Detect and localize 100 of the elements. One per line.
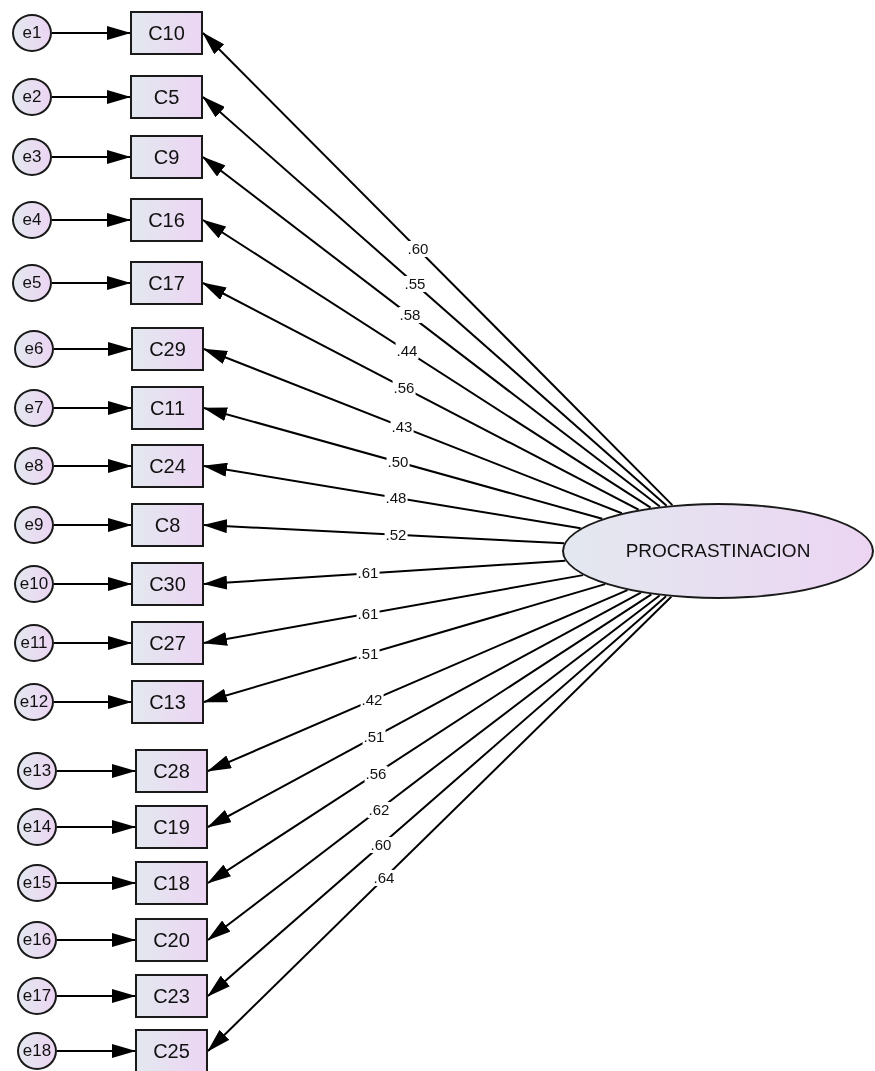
error-circle <box>14 447 54 485</box>
node-label: PROCRASTINACION <box>625 540 811 562</box>
node-label: C16 <box>148 208 185 232</box>
arrow <box>56 1044 136 1058</box>
indicator-box <box>130 198 203 242</box>
node-label: e7 <box>24 398 44 418</box>
arrow <box>203 574 585 646</box>
indicator-box <box>135 861 208 905</box>
arrow <box>53 342 132 356</box>
node-label: e11 <box>20 633 48 653</box>
node-label: e3 <box>22 147 42 167</box>
edge-label: .55 <box>403 275 427 292</box>
arrow <box>207 589 629 772</box>
node-label: C29 <box>149 337 186 361</box>
arrow <box>202 282 640 511</box>
node-label: C24 <box>149 454 186 478</box>
error-circle <box>12 264 52 302</box>
error-circle <box>17 1032 57 1070</box>
edge-label: .62 <box>367 801 391 818</box>
node-label: C25 <box>153 1039 190 1063</box>
error-circle <box>17 752 57 790</box>
arrow <box>51 90 131 104</box>
arrow <box>51 26 131 40</box>
node-label: C11 <box>149 396 186 420</box>
error-circle <box>17 921 57 959</box>
arrow <box>53 695 132 709</box>
indicator-box <box>131 562 204 606</box>
arrow <box>51 276 131 290</box>
indicator-box <box>131 444 204 488</box>
edge-label: .64 <box>372 870 396 887</box>
node-label: C10 <box>148 21 185 45</box>
indicator-box <box>131 503 204 547</box>
arrow <box>56 820 136 834</box>
node-label: C5 <box>153 85 180 109</box>
node-label: e6 <box>24 339 44 359</box>
indicator-box <box>130 11 203 55</box>
error-circle <box>17 808 57 846</box>
node-label: C8 <box>154 513 181 537</box>
arrow <box>53 518 132 532</box>
arrow <box>202 219 652 509</box>
node-label: e10 <box>19 574 49 594</box>
node-label: e17 <box>22 986 52 1006</box>
indicator-box <box>130 135 203 179</box>
error-circle <box>12 78 52 116</box>
edge-label: .56 <box>364 765 388 782</box>
node-label: C19 <box>153 815 190 839</box>
error-circle <box>14 565 54 603</box>
arrow <box>53 577 132 591</box>
node-label: e4 <box>22 210 42 230</box>
indicator-box <box>135 918 208 962</box>
arrow <box>53 401 132 415</box>
arrow <box>203 462 582 530</box>
edge-label: .58 <box>398 307 422 324</box>
node-label: C13 <box>149 690 186 714</box>
indicator-box <box>135 805 208 849</box>
indicator-box <box>131 621 204 665</box>
node-label: e9 <box>24 515 44 535</box>
arrow <box>51 150 131 164</box>
indicator-box <box>131 680 204 724</box>
arrow <box>207 591 642 828</box>
error-circle <box>12 14 52 52</box>
edge-label: .60 <box>406 241 430 258</box>
arrow <box>56 933 136 947</box>
node-label: e13 <box>22 761 52 781</box>
error-circle <box>12 201 52 239</box>
indicator-box <box>131 386 204 430</box>
error-circle <box>14 683 54 721</box>
node-label: C23 <box>153 984 190 1008</box>
node-label: C27 <box>149 631 186 655</box>
arrow <box>56 876 136 890</box>
latent-ellipse <box>562 503 874 599</box>
node-label: e16 <box>22 930 52 950</box>
node-label: e1 <box>22 23 42 43</box>
error-circle <box>14 624 54 662</box>
arrow <box>51 213 131 227</box>
edge-label: .56 <box>392 379 416 396</box>
indicator-box <box>135 749 208 793</box>
node-label: e8 <box>24 456 44 476</box>
arrow <box>203 583 607 703</box>
node-label: e12 <box>19 692 49 712</box>
node-label: C20 <box>153 928 190 952</box>
error-circle <box>17 864 57 902</box>
arrow <box>53 636 132 650</box>
indicator-box <box>130 75 203 119</box>
error-circle <box>14 330 54 368</box>
edge-label: .44 <box>395 343 419 360</box>
error-circle <box>14 506 54 544</box>
node-label: e14 <box>22 817 52 837</box>
edge-label: .43 <box>390 418 414 435</box>
edge-label: .42 <box>360 692 384 709</box>
node-label: C28 <box>153 759 190 783</box>
node-label: e18 <box>22 1041 52 1061</box>
node-label: C9 <box>153 145 180 169</box>
node-label: e15 <box>22 873 52 893</box>
node-label: C30 <box>149 572 186 596</box>
arrow <box>53 459 132 473</box>
error-circle <box>14 389 54 427</box>
node-label: e2 <box>22 87 42 107</box>
arrow <box>203 407 604 520</box>
error-circle <box>12 138 52 176</box>
